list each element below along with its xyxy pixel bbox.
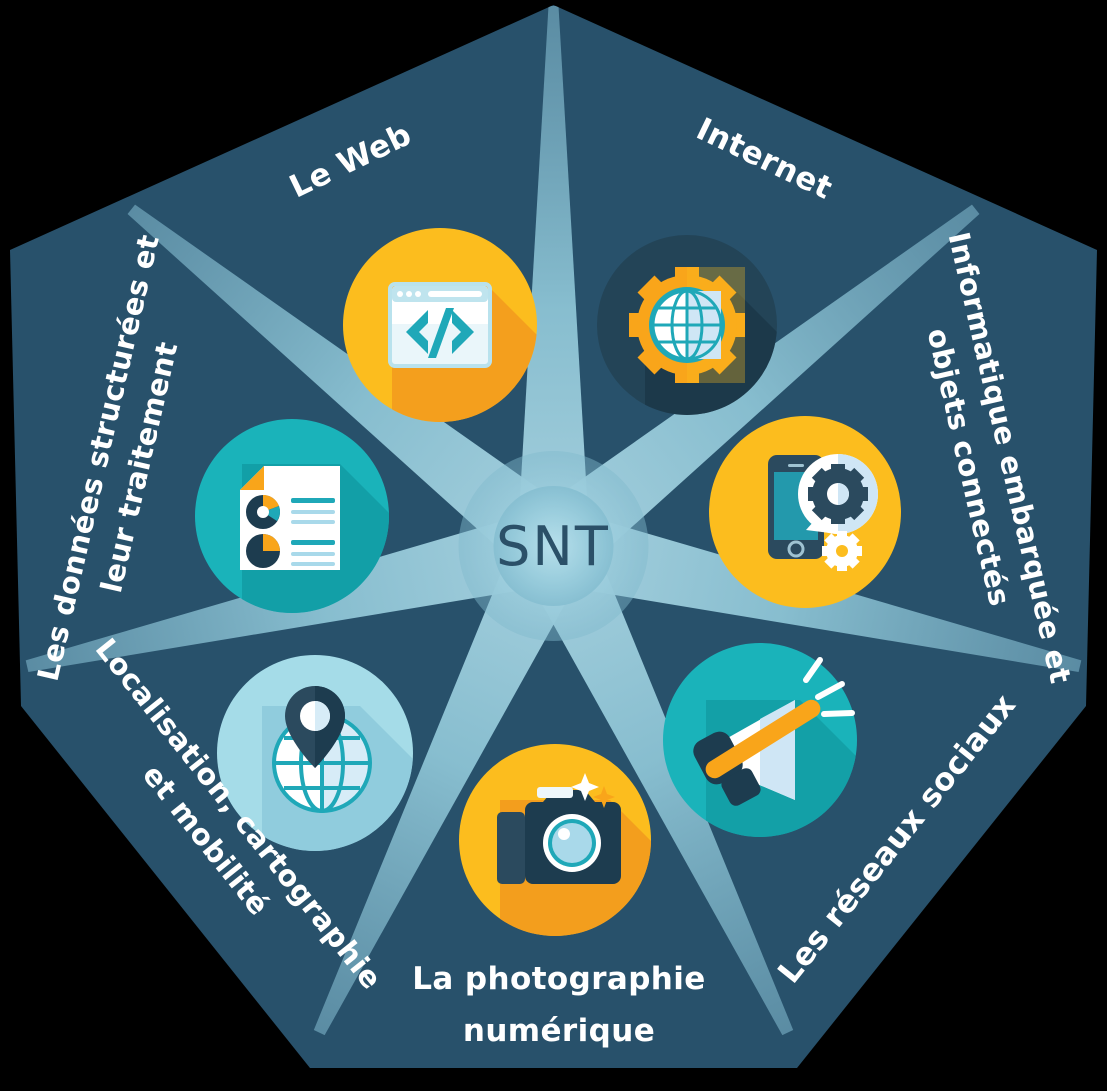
icon-internet[interactable] [597, 235, 930, 560]
icon-photographie[interactable] [459, 744, 760, 990]
seven-point-star [25, 6, 1082, 1036]
icon-informatique-embarquee[interactable] [700, 416, 901, 610]
gear-globe-icon [629, 267, 745, 383]
icon-donnees[interactable] [195, 419, 500, 670]
label-photographie-line2: numérique [463, 1013, 655, 1049]
icon-le-web[interactable] [343, 228, 700, 560]
label-photographie-line1: La photographie [412, 961, 705, 997]
center-label: SNT [496, 515, 610, 578]
smartphone-gear-icon [768, 454, 878, 571]
icon-reseaux-sociaux[interactable] [663, 643, 960, 900]
report-document-icon [240, 466, 340, 570]
code-browser-icon [388, 282, 492, 368]
icon-localisation[interactable] [217, 655, 520, 910]
globe-pin-icon [272, 686, 372, 813]
camera-icon [497, 773, 621, 884]
megaphone-icon [693, 657, 855, 806]
